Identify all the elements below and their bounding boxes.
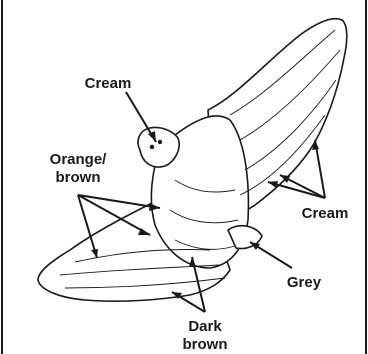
label-grey: Grey — [287, 274, 322, 291]
label-dark-brown-line1: Dark — [188, 318, 222, 335]
label-orange-brown-line2: brown — [56, 169, 101, 186]
left-eye — [150, 145, 154, 149]
label-cream-head: Cream — [85, 75, 132, 92]
label-cream-wing: Cream — [302, 205, 349, 222]
label-orange-brown-line1: Orange/ — [50, 151, 108, 168]
right-eye — [158, 140, 162, 144]
owl-head — [138, 127, 179, 167]
label-dark-brown-line2: brown — [183, 336, 228, 353]
